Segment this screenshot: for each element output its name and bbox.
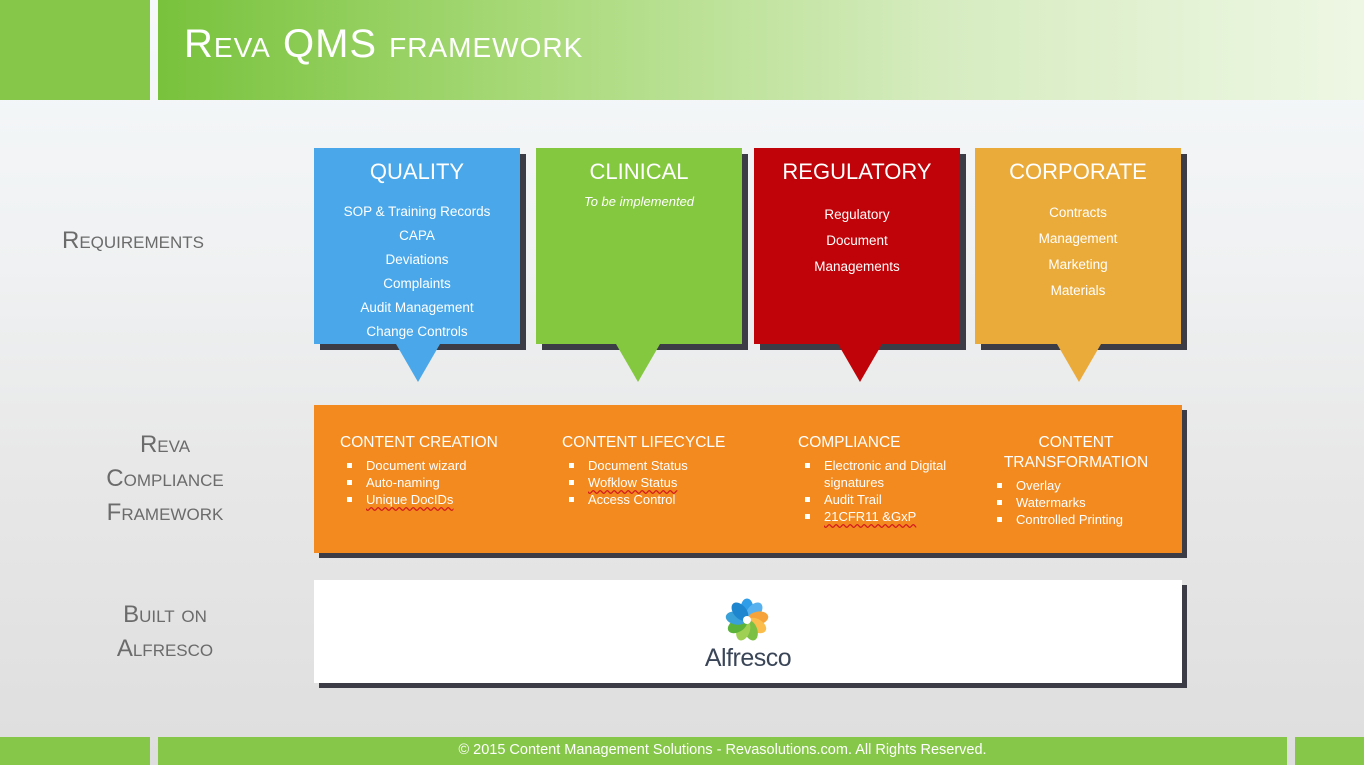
callout-corporate-title: CORPORATE — [1009, 159, 1147, 184]
callout-corporate-tail — [1057, 344, 1101, 382]
list-item: 21CFR11 &GxP — [805, 508, 974, 525]
list-item: Watermarks — [997, 494, 1152, 511]
list-item: Auto-naming — [347, 474, 498, 491]
col-list-content-transformation: Overlay Watermarks Controlled Printing — [997, 477, 1152, 528]
spellcheck-underlined-text: Wofklow Status — [588, 475, 678, 490]
list-item: Change Controls — [366, 324, 468, 339]
list-item: Contracts — [1049, 205, 1107, 220]
header-banner: Reva QMS framework — [158, 0, 1364, 100]
list-item: Marketing — [1048, 257, 1108, 272]
list-item: CAPA — [399, 228, 435, 243]
col-list-content-lifecycle: Document Status Wofklow Status Access Co… — [562, 457, 725, 508]
list-item: Controlled Printing — [997, 511, 1152, 528]
label-framework-line-2: Compliance — [106, 465, 224, 492]
label-framework-line-1: Reva — [139, 431, 191, 458]
list-item: Document — [826, 233, 888, 248]
list-item: Unique DocIDs — [347, 491, 498, 508]
list-item: Access Control — [568, 491, 725, 508]
alfresco-wordmark: Alfresco — [704, 644, 792, 672]
label-built-on-alfresco: Built on Alfresco — [60, 598, 270, 666]
page-title: Reva QMS framework — [184, 22, 584, 66]
framework-col-content-creation: CONTENT CREATION Document wizard Auto-na… — [340, 433, 498, 508]
label-built-on-line-1: Built on — [123, 601, 207, 628]
callout-quality-tail — [396, 344, 440, 382]
list-item: SOP & Training Records — [343, 204, 491, 219]
list-item: Regulatory — [824, 207, 890, 222]
list-item: Wofklow Status — [568, 474, 725, 491]
callout-clinical-title: CLINICAL — [589, 159, 689, 184]
spellcheck-underlined-text: Unique DocIDs — [366, 492, 454, 507]
footer-copyright: © 2015 Content Management Solutions - Re… — [458, 742, 987, 758]
col-list-compliance: Electronic and Digital signatures Audit … — [798, 457, 974, 525]
callout-regulatory-list: Regulatory Document Managements — [754, 202, 960, 280]
callout-clinical: CLINICAL To be implemented — [536, 148, 742, 382]
callout-regulatory-tail — [838, 344, 882, 382]
col-title-compliance: COMPLIANCE — [798, 434, 901, 451]
label-built-on-line-2: Alfresco — [116, 635, 214, 662]
alfresco-box: Alfresco — [314, 580, 1182, 683]
list-item: Complaints — [383, 276, 451, 291]
list-item: Management — [1038, 231, 1118, 246]
col-title-content-creation: CONTENT CREATION — [340, 434, 498, 451]
footer-right-block — [1295, 737, 1364, 765]
callout-clinical-subtitle: To be implemented — [583, 194, 695, 209]
label-requirements: Requirements — [62, 227, 205, 254]
col-title-content-transformation-line-1: CONTENT — [1038, 434, 1114, 451]
footer-left-block — [0, 737, 150, 765]
alfresco-flower-icon — [725, 598, 769, 641]
callout-quality: QUALITY SOP & Training Records CAPA Devi… — [314, 148, 520, 382]
list-item: Materials — [1050, 283, 1106, 298]
framework-col-content-transformation: CONTENT TRANSFORMATION Overlay Watermark… — [997, 433, 1152, 528]
col-list-content-creation: Document wizard Auto-naming Unique DocID… — [340, 457, 498, 508]
list-item: Document Status — [568, 457, 725, 474]
footer-bar: © 2015 Content Management Solutions - Re… — [158, 737, 1287, 765]
list-item: Overlay — [997, 477, 1152, 494]
col-title-content-lifecycle: CONTENT LIFECYCLE — [562, 434, 726, 451]
callout-corporate-list: Contracts Management Marketing Materials — [975, 200, 1181, 304]
spellcheck-underlined-text: 21CFR11 &GxP — [824, 509, 917, 524]
list-item: Document wizard — [347, 457, 498, 474]
list-item: Managements — [814, 259, 900, 274]
framework-col-content-lifecycle: CONTENT LIFECYCLE Document Status Wofklo… — [562, 433, 725, 508]
callout-regulatory: REGULATORY Regulatory Document Managemen… — [754, 148, 960, 382]
callout-quality-list: SOP & Training Records CAPA Deviations C… — [314, 200, 520, 344]
list-item: Audit Management — [360, 300, 474, 315]
framework-col-compliance: COMPLIANCE Electronic and Digital signat… — [798, 433, 974, 525]
list-item: Deviations — [385, 252, 449, 267]
compliance-framework-box: CONTENT CREATION Document wizard Auto-na… — [314, 405, 1182, 553]
col-title-content-transformation-line-2: TRANSFORMATION — [1003, 454, 1149, 471]
callout-quality-title: QUALITY — [369, 159, 465, 184]
callout-regulatory-title: REGULATORY — [782, 159, 932, 184]
callout-corporate: CORPORATE Contracts Management Marketing… — [975, 148, 1181, 382]
label-framework-line-3: Framework — [106, 499, 224, 526]
list-item: Electronic and Digital signatures — [805, 457, 974, 491]
list-item: Audit Trail — [805, 491, 974, 508]
label-reva-compliance-framework: Reva Compliance Framework — [60, 428, 270, 530]
header-left-block — [0, 0, 150, 100]
callout-clinical-tail — [616, 344, 660, 382]
